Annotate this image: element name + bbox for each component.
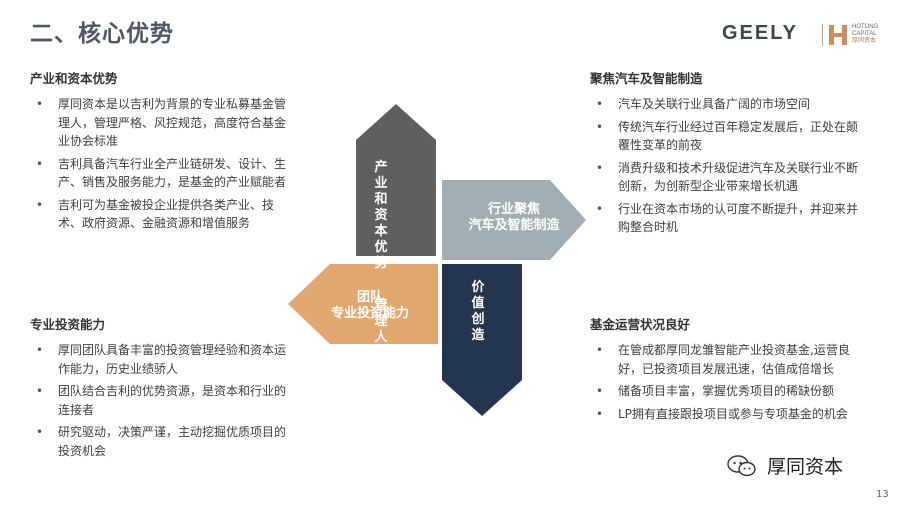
arrow-diagram-svg [288, 104, 586, 416]
logo-line-2: CAPITAL [852, 31, 877, 37]
list-item: 在管成都厚同龙雏智能产业投资基金,运营良好，已投资项目发展迅速，估值成倍增长 [590, 341, 860, 378]
label-industry-focus: 行业聚焦 汽车及智能制造 [444, 202, 584, 234]
list-item: 传统汽车行业经过百年稳定发展后，正处在颠覆性变革的前夜 [590, 118, 860, 155]
hotong-logo-text: HOTONG CAPITAL 厚同资本 [852, 24, 878, 45]
list-item: 团队结合吉利的优势资源，是资本和行业的连接者 [30, 382, 292, 419]
bullet-list: 厚同团队具备丰富的投资管理经验和资本运作能力，历史业绩骄人 团队结合吉利的优势资… [30, 341, 292, 460]
page-title: 二、核心优势 [30, 21, 174, 47]
list-item: 消费升级和技术升级促进汽车及关联行业不断创新，为创新型企业带来增长机遇 [590, 159, 860, 196]
bullet-list: 汽车及关联行业具备广阔的市场空间 传统汽车行业经过百年稳定发展后，正处在颠覆性变… [590, 95, 860, 237]
list-item: 研究驱动，决策严谨，主动挖掘优质项目的投资机会 [30, 423, 292, 460]
watermark-text: 厚同资本 [767, 456, 844, 478]
list-item: 厚同资本是以吉利为背景的专业私募基金管理人，管理严格、风控规范，高度符合基金业协… [30, 95, 292, 151]
label-col-2: 管理人 [374, 298, 388, 345]
logo-divider [822, 24, 823, 46]
label-line-2: 汽车及智能制造 [468, 218, 560, 233]
hotong-logo-icon [829, 25, 847, 45]
label-line-1: 行业聚焦 [487, 202, 540, 217]
section-industry-capital: 产业和资本优势 厚同资本是以吉利为背景的专业私募基金管理人，管理严格、风控规范，… [30, 68, 292, 237]
arrow-navy-down [442, 264, 522, 416]
list-item: LP拥有直接跟投项目或参与专项基金的机会 [590, 405, 860, 424]
list-item: 吉利可为基金被投企业提供各类产业、技术、政府资源、金融资源和增值服务 [30, 196, 292, 233]
arrow-orange-left [288, 264, 438, 344]
list-item: 行业在资本市场的认可度不断提升，并迎来并购整合时机 [590, 200, 860, 237]
logo-line-cn: 厚同资本 [852, 38, 877, 44]
list-item: 厚同团队具备丰富的投资管理经验和资本运作能力，历史业绩骄人 [30, 341, 292, 378]
section-heading: 基金运营状况良好 [590, 317, 691, 332]
section-heading: 产业和资本优势 [30, 71, 118, 86]
section-investment-capability: 专业投资能力 厚同团队具备丰富的投资管理经验和资本运作能力，历史业绩骄人 团队结… [30, 314, 292, 464]
section-fund-operation: 基金运营状况良好 在管成都厚同龙雏智能产业投资基金,运营良好，已投资项目发展迅速… [590, 314, 860, 427]
wechat-icon [727, 454, 756, 476]
section-heading: 聚焦汽车及智能制造 [590, 71, 703, 86]
label-col-1: 产业和资本优势 [374, 160, 388, 271]
list-item: 汽车及关联行业具备广阔的市场空间 [590, 95, 860, 114]
list-item: 吉利具备汽车行业全产业链研发、设计、生产、销售及服务能力，是基金的产业赋能者 [30, 155, 292, 192]
label-line-1: 团队 [356, 290, 383, 305]
arrow-teal-right [442, 180, 586, 260]
core-advantage-diagram: 产业和资本优势管理人 行业聚焦 汽车及智能制造 团队 专业投资能力 价值创造 [280, 100, 600, 420]
section-heading: 专业投资能力 [30, 317, 106, 332]
page-number: 13 [876, 489, 889, 500]
label-industry-capital: 产业和资本优势管理人 [373, 160, 415, 346]
label-col: 价值创造 [471, 280, 485, 343]
label-line-2: 专业投资能力 [330, 306, 409, 321]
section-auto-focus: 聚焦汽车及智能制造 汽车及关联行业具备广阔的市场空间 传统汽车行业经过百年稳定发… [590, 68, 860, 241]
list-item: 储备项目丰富，掌握优秀项目的稀缺份额 [590, 382, 860, 401]
bullet-list: 在管成都厚同龙雏智能产业投资基金,运营良好，已投资项目发展迅速，估值成倍增长 储… [590, 341, 860, 423]
label-value-creation: 价值创造 [460, 280, 496, 344]
arrow-gray-up [356, 104, 436, 256]
logo-line-1: HOTONG [852, 24, 879, 30]
geely-logo: GEELY [722, 22, 798, 44]
wechat-watermark: 厚同资本 [727, 452, 843, 479]
label-team: 团队 专业投资能力 [300, 290, 440, 322]
bullet-list: 厚同资本是以吉利为背景的专业私募基金管理人，管理严格、风控规范，高度符合基金业协… [30, 95, 292, 233]
